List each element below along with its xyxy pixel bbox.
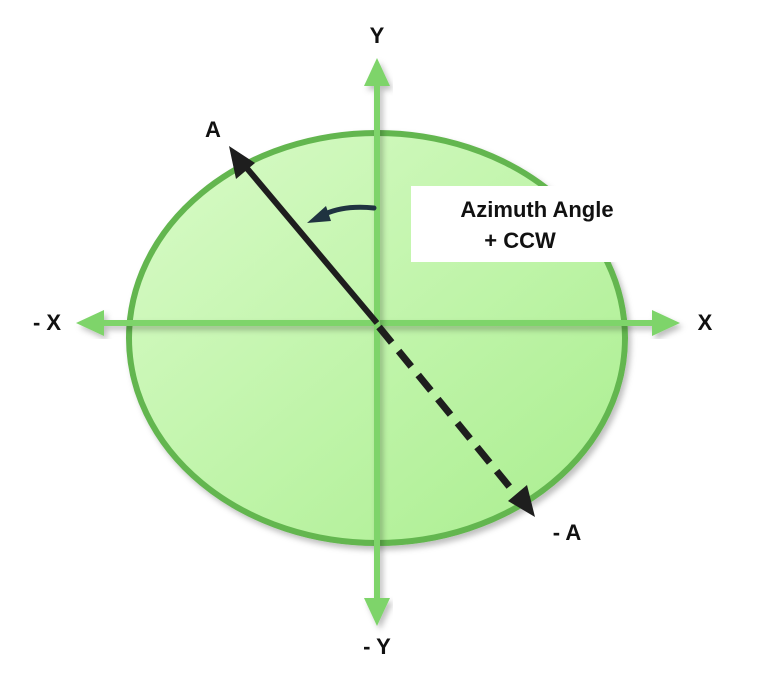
x-axis-arrowhead-left (76, 310, 104, 336)
label-neg-x: - X (33, 310, 61, 335)
vector-neg-a (376, 324, 535, 517)
vector-a-arrowhead (229, 146, 255, 179)
label-a: A (205, 117, 221, 142)
x-axis-arrowhead-right (652, 310, 680, 336)
azimuth-arc-arrow (307, 204, 377, 223)
callout-line-2: + CCW (484, 228, 556, 253)
label-x: X (698, 310, 713, 335)
vector-a (229, 146, 380, 325)
y-axis-arrowhead-down (364, 598, 390, 626)
callout-line-1: Azimuth Angle (460, 197, 613, 222)
y-axis (364, 58, 390, 626)
vector-a-line (242, 164, 380, 325)
azimuth-arc-arrowhead (307, 206, 331, 223)
azimuth-arc-path (322, 204, 377, 217)
callout-box (411, 186, 622, 262)
vector-neg-a-line (376, 324, 520, 499)
vector-neg-a-arrowhead (508, 485, 535, 517)
label-y: Y (370, 23, 385, 48)
label-neg-a: - A (553, 520, 582, 545)
y-axis-arrowhead-up (364, 58, 390, 86)
label-neg-y: - Y (363, 634, 391, 659)
